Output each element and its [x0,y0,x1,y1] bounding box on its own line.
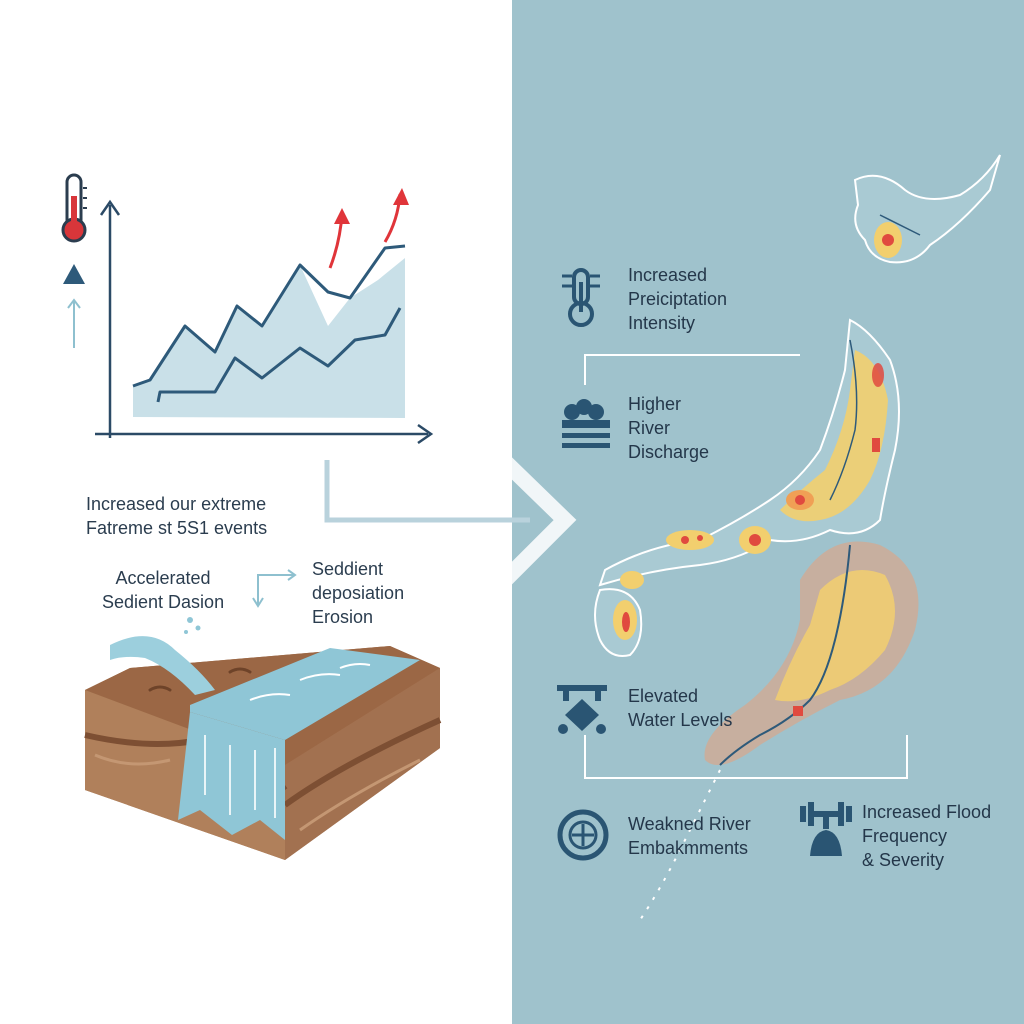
river-inflow [110,636,215,695]
item-label-discharge: Higher River Discharge [628,394,710,462]
japan-map [594,154,1001,921]
deposition-label: Seddient deposiation Erosion [312,559,405,627]
chart-line-lower [156,307,402,403]
water-level-icon [557,685,607,734]
thermometer-icon [562,268,600,327]
embankment-icon [557,809,609,861]
island-chain [719,544,851,766]
bracket-connector [584,735,908,779]
chart-line-upper [132,244,406,388]
connector-arrow [324,446,577,596]
river-discharge-icon [562,399,610,448]
bracket-connector [584,354,800,385]
flood-weight-icon [800,802,852,856]
trend-arrow-up [328,208,350,269]
thermometer-icon [61,173,87,243]
accelerated-label: Accelerated Sedient Dasion [102,568,225,612]
small-connector-icon [252,569,297,608]
arrow-up-icon [67,298,81,348]
heat-zone [780,350,888,522]
item-label-flood: Increased Flood Frequency & Severity [862,802,992,870]
item-label-water-levels: Elevated Water Levels [628,686,733,730]
item-label-precipitation: Increased Preiciptation Intensity [628,265,728,333]
soil-block [84,617,442,860]
trend-chart [95,188,434,445]
river-surface [190,648,420,740]
events-caption: Increased our extreme Fatreme st 5S1 eve… [86,494,268,538]
trend-arrow-up [383,188,409,243]
triangle-up-icon [63,264,85,284]
chart-area [133,258,405,418]
left-panel [0,0,512,1024]
item-label-embankments: Weakned River Embakmments [628,814,751,858]
